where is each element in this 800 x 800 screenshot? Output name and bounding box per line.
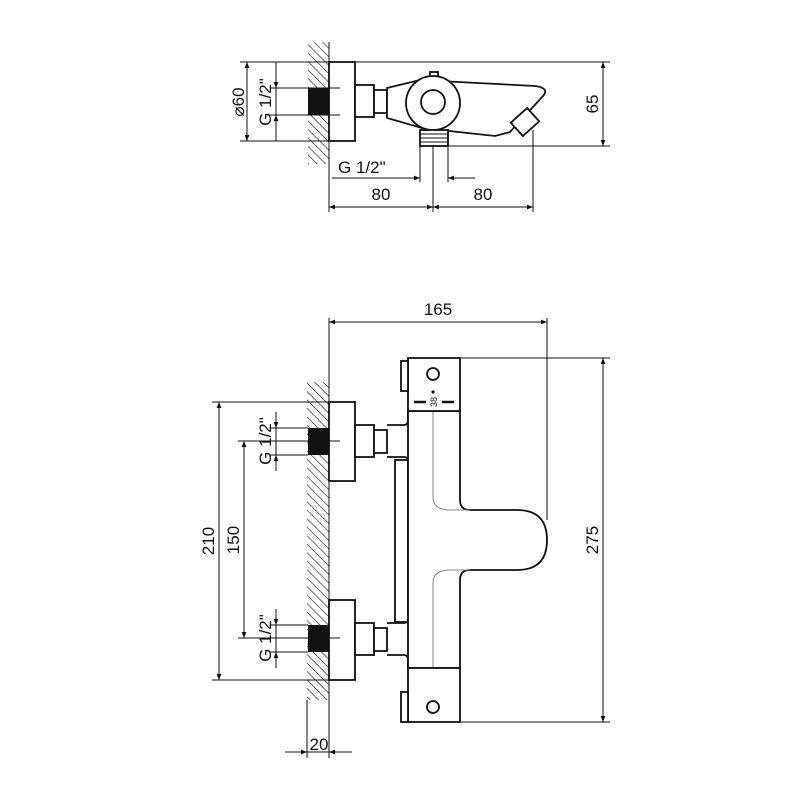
lower-inlet-nut — [373, 627, 388, 652]
flow-handle[interactable] — [407, 667, 461, 723]
inlet-thread — [308, 88, 329, 115]
dim-210: 210 — [199, 527, 218, 555]
dim-right-80: 80 — [474, 185, 493, 204]
spout-aerator — [509, 106, 541, 138]
dim-diameter-60: ⌀60 — [229, 87, 248, 116]
wall-flange — [328, 61, 356, 142]
flow-handle-screw — [426, 700, 440, 714]
dim-height-275: 275 — [583, 526, 602, 554]
connector-bar — [394, 459, 409, 623]
top-view: ⌀60 G 1/2" 65 G 1/2" 80 80 — [229, 42, 610, 212]
temperature-handle-screw — [426, 367, 440, 381]
dim-height-65: 65 — [583, 95, 602, 114]
upper-inlet-nut — [373, 429, 388, 454]
temperature-mark: 38 — [429, 397, 439, 407]
temperature-handle-tab — [400, 360, 409, 392]
outlet-thread-lines — [420, 133, 448, 143]
dim-wall-20: 20 — [310, 735, 329, 754]
dim-150: 150 — [224, 526, 243, 554]
mixer-body — [407, 410, 548, 669]
dim-lower-thread: G 1/2" — [256, 614, 275, 662]
inlet-pipe — [354, 84, 375, 118]
dim-upper-thread: G 1/2" — [256, 417, 275, 465]
flow-handle-tab — [400, 691, 409, 723]
dim-inlet-thread: G 1/2" — [256, 78, 275, 126]
lower-inlet-pipe — [354, 622, 375, 656]
temperature-dot — [431, 390, 435, 394]
knob-center — [420, 89, 446, 115]
inlet-nut — [373, 89, 388, 114]
dim-outlet-thread: G 1/2" — [338, 158, 386, 177]
dim-left-80: 80 — [372, 185, 391, 204]
wall-hatch — [307, 382, 329, 700]
dim-width-165: 165 — [424, 300, 452, 319]
front-view: 38 165 275 210 150 G 1/2" G 1/2" 20 — [199, 300, 610, 758]
lower-flange — [328, 599, 356, 681]
upper-inlet-pipe — [354, 424, 375, 458]
